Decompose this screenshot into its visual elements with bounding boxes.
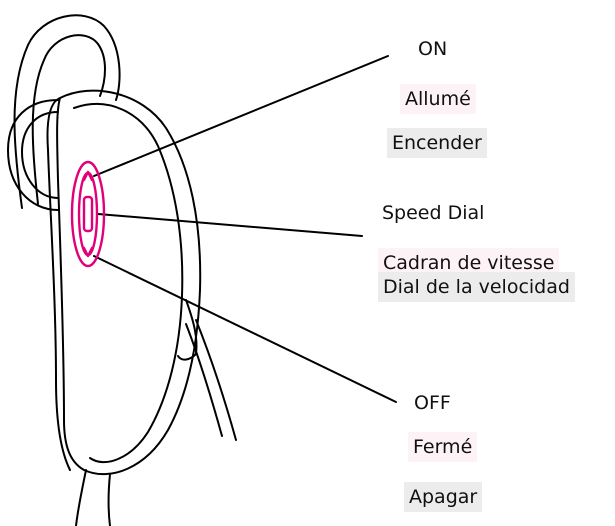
off-leader-line <box>94 256 396 402</box>
off-label-fr: Fermé <box>408 432 477 462</box>
off-label-es: Apagar <box>404 482 482 512</box>
speed-dial-leader-line <box>98 214 362 236</box>
ear-hook <box>15 15 120 208</box>
speed-dial-label-en: Speed Dial <box>382 198 484 228</box>
ear-hook-inner <box>33 35 105 204</box>
on-label-es: Encender <box>387 128 487 158</box>
on-label-fr: Allumé <box>400 84 476 114</box>
speed-dial-label-es: Dial de la velocidad <box>378 272 575 302</box>
on-leader-line <box>94 56 388 176</box>
on-label-en: ON <box>418 34 447 64</box>
headset-body <box>57 91 200 475</box>
off-label-en: OFF <box>414 388 451 418</box>
